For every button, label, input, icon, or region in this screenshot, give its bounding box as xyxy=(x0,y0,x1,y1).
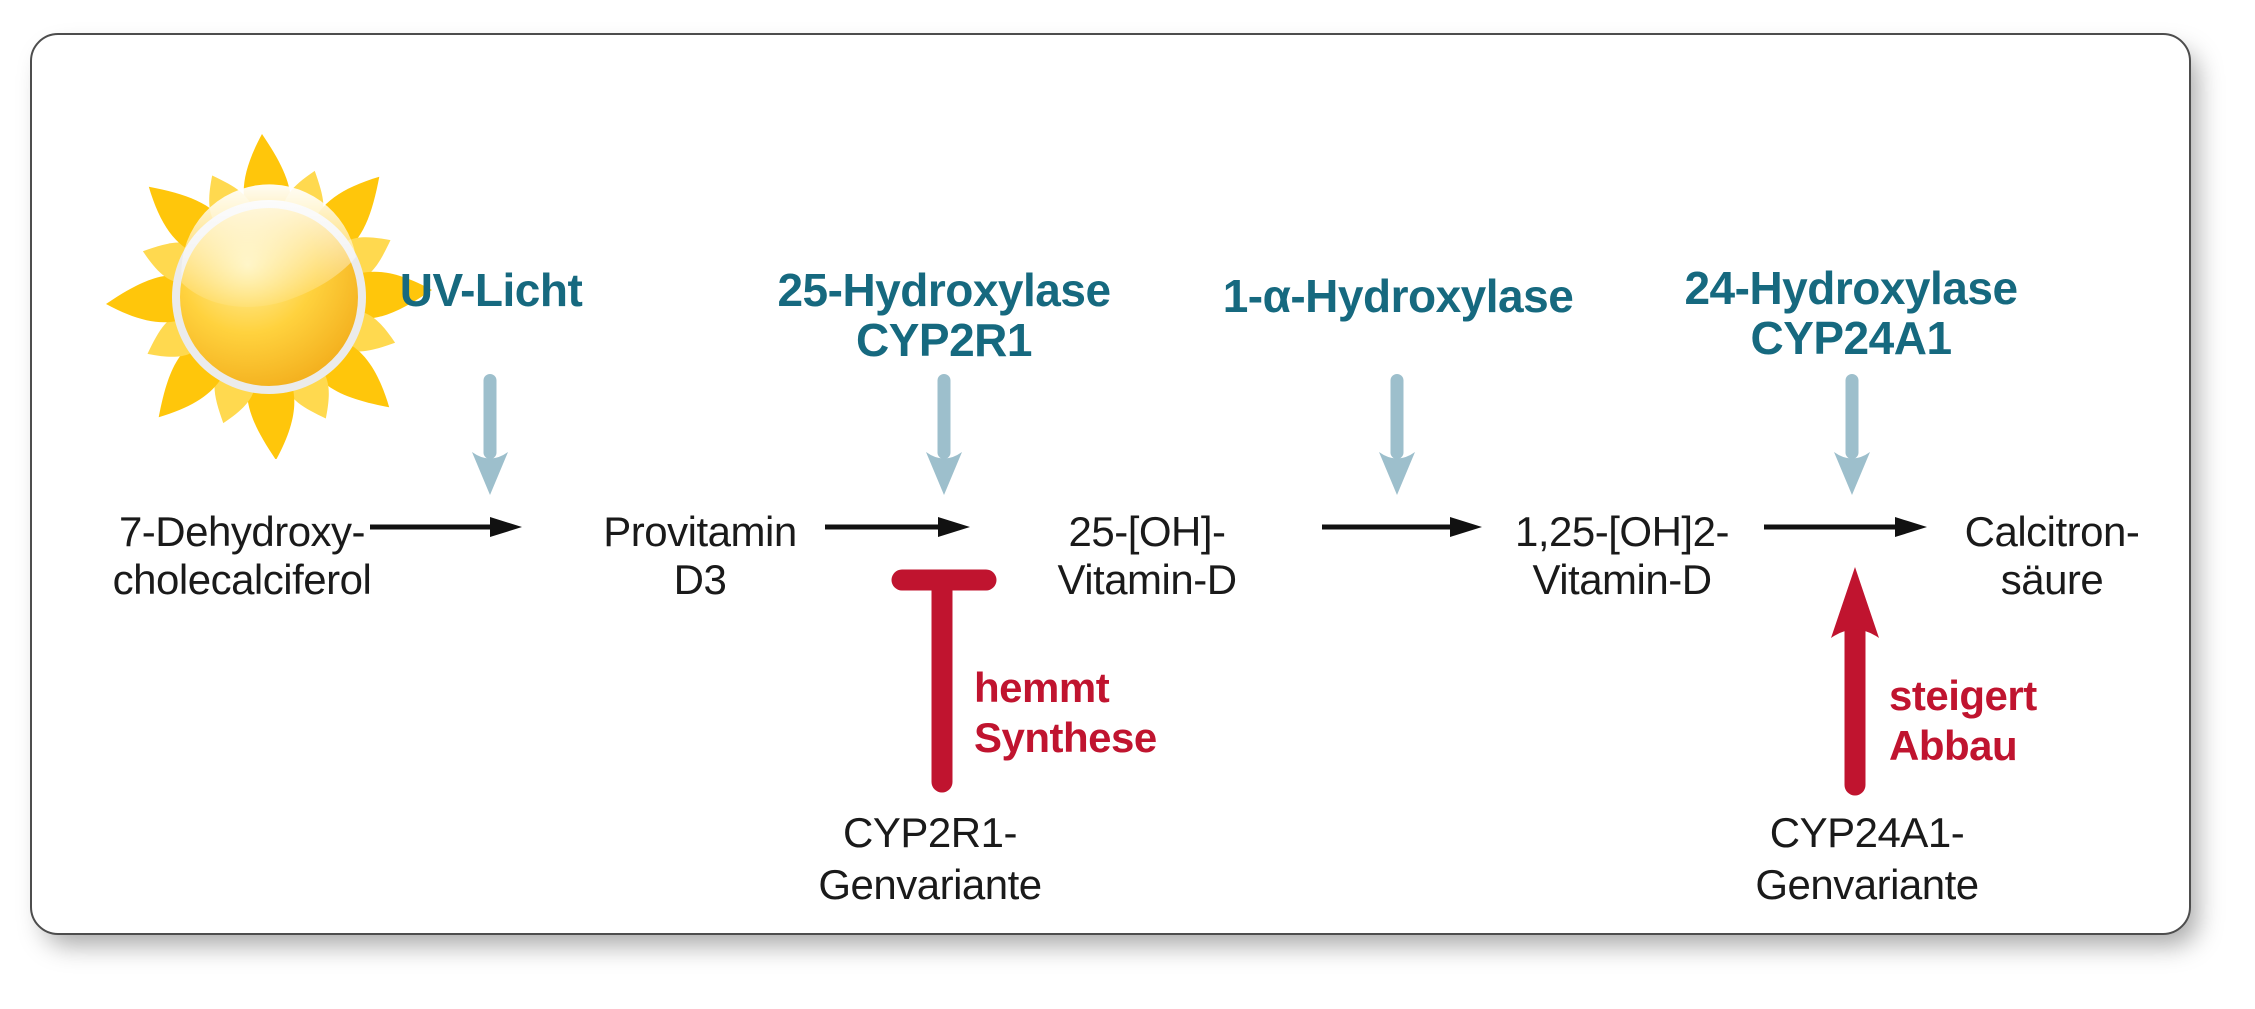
pathway-node-25-oh-vitamin-d: 25-[OH]- Vitamin-D xyxy=(1022,508,1272,604)
down-arrow-icon xyxy=(926,374,962,495)
effect-line: hemmt xyxy=(974,664,1110,711)
effect-line: steigert xyxy=(1889,672,2037,719)
gene-line: CYP2R1- xyxy=(843,809,1017,856)
down-arrow-icon xyxy=(1834,374,1870,495)
uv-light-text: UV-Licht xyxy=(399,264,583,316)
reaction-arrow-icon xyxy=(1764,517,1927,537)
inhibition-tbar-icon xyxy=(891,569,997,793)
gene-line: Genvariante xyxy=(1755,861,1979,908)
down-arrow-icon xyxy=(1379,374,1415,495)
node-line: säure xyxy=(2000,556,2104,603)
node-line: 7-Dehydroxy- xyxy=(118,508,366,555)
degradation-effect-label: steigert Abbau xyxy=(1889,671,2037,771)
enzyme-name: 24-Hydroxylase xyxy=(1684,262,2018,314)
gene-variant-label-cyp24a1: CYP24A1- Genvariante xyxy=(1742,807,1992,911)
reaction-arrow-icon xyxy=(825,517,970,537)
node-line: D3 xyxy=(673,556,727,603)
enzyme-gene: CYP24A1 xyxy=(1750,312,1952,364)
down-arrow-icon xyxy=(472,374,508,495)
inhibition-effect-label: hemmt Synthese xyxy=(974,663,1157,763)
pathway-node-provitamin-d3: Provitamin D3 xyxy=(575,508,825,604)
gene-variant-label-cyp2r1: CYP2R1- Genvariante xyxy=(805,807,1055,911)
enzyme-name: 1-α-Hydroxylase xyxy=(1222,270,1574,322)
effect-line: Synthese xyxy=(974,714,1157,761)
gene-line: Genvariante xyxy=(818,861,1042,908)
enzyme-label-1-alpha-hydroxylase: 1-α-Hydroxylase xyxy=(1218,271,1578,321)
pathway-node-7-dehydroxycholecalciferol: 7-Dehydroxy- cholecalciferol xyxy=(92,508,392,604)
node-line: cholecalciferol xyxy=(112,556,372,603)
node-line: 1,25-[OH]2- xyxy=(1515,508,1729,555)
node-line: 25-[OH]- xyxy=(1068,508,1226,555)
node-line: Calcitron- xyxy=(1964,508,2140,555)
node-line: Vitamin-D xyxy=(1057,556,1237,603)
enzyme-gene: CYP2R1 xyxy=(856,314,1032,366)
enzyme-label-24-hydroxylase: 24-Hydroxylase CYP24A1 xyxy=(1671,263,2031,363)
effect-line: Abbau xyxy=(1889,722,2018,769)
sun-gloss xyxy=(181,184,357,307)
up-arrow-icon xyxy=(1831,567,1879,796)
diagram-card: UV-Licht 25-Hydroxylase CYP2R1 1-α-Hydro… xyxy=(30,33,2191,935)
node-line: Provitamin xyxy=(603,508,797,555)
reaction-arrow-icon xyxy=(370,517,522,537)
gene-line: CYP24A1- xyxy=(1769,809,1965,856)
node-line: Vitamin-D xyxy=(1532,556,1712,603)
sun-rays xyxy=(106,134,432,459)
enzyme-label-25-hydroxylase: 25-Hydroxylase CYP2R1 xyxy=(764,265,1124,365)
sun-icon xyxy=(106,134,432,459)
uv-light-label: UV-Licht xyxy=(311,265,671,315)
pathway-node-calcitronsaeure: Calcitron- säure xyxy=(1927,508,2177,604)
reaction-arrow-icon xyxy=(1322,517,1482,537)
pathway-node-1-25-oh2-vitamin-d: 1,25-[OH]2- Vitamin-D xyxy=(1472,508,1772,604)
enzyme-name: 25-Hydroxylase xyxy=(777,264,1111,316)
